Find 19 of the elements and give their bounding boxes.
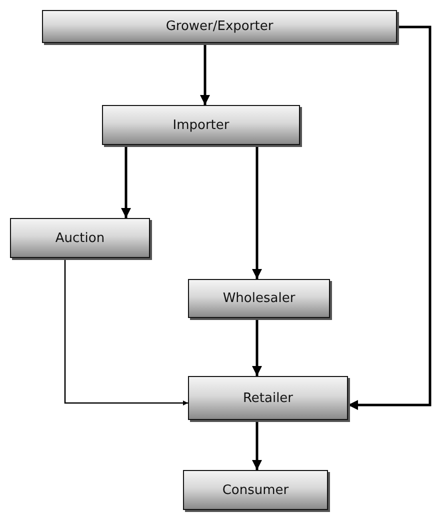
box-label: Consumer (222, 482, 289, 498)
process-box (188, 279, 330, 318)
arrow (252, 420, 262, 470)
arrow (200, 43, 210, 105)
process-box (102, 105, 300, 145)
process-box (183, 470, 328, 510)
arrow (252, 145, 262, 279)
process-box (188, 376, 348, 420)
box-label: Retailer (242, 390, 294, 406)
process-box (42, 10, 397, 43)
arrow (252, 318, 262, 376)
box-label: Wholesaler (222, 291, 296, 306)
box-label: Auction (55, 230, 105, 246)
arrow (348, 26, 432, 410)
arrow (121, 145, 131, 218)
box-label: Grower/Exporter (166, 19, 274, 34)
arrow (64, 258, 188, 406)
process-box (10, 218, 150, 258)
box-label: Importer (172, 118, 230, 132)
